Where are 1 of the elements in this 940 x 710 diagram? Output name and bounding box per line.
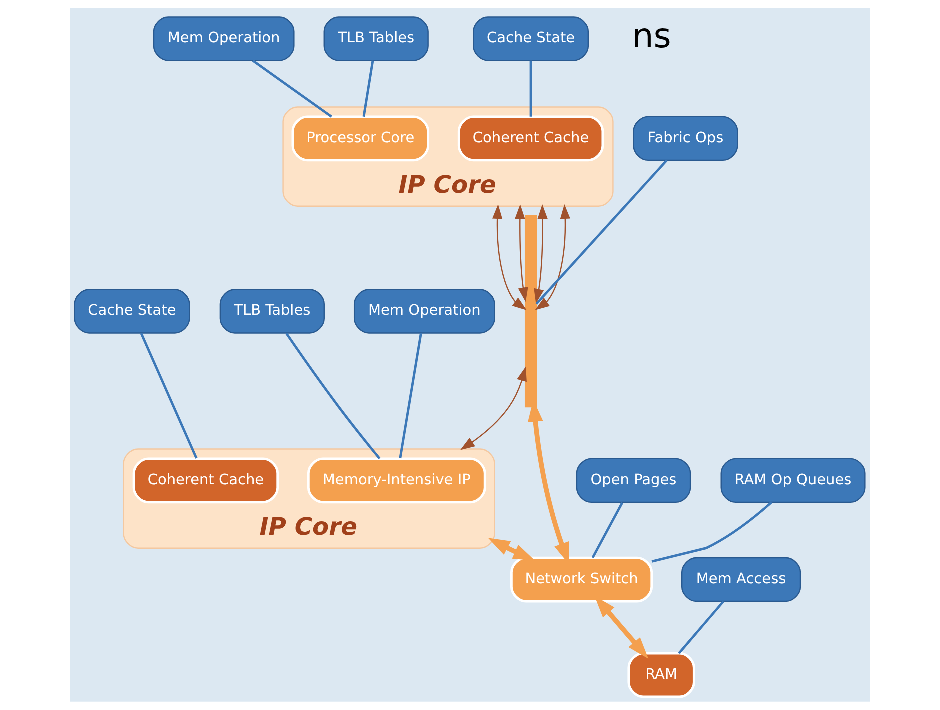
label: ns	[632, 16, 672, 56]
